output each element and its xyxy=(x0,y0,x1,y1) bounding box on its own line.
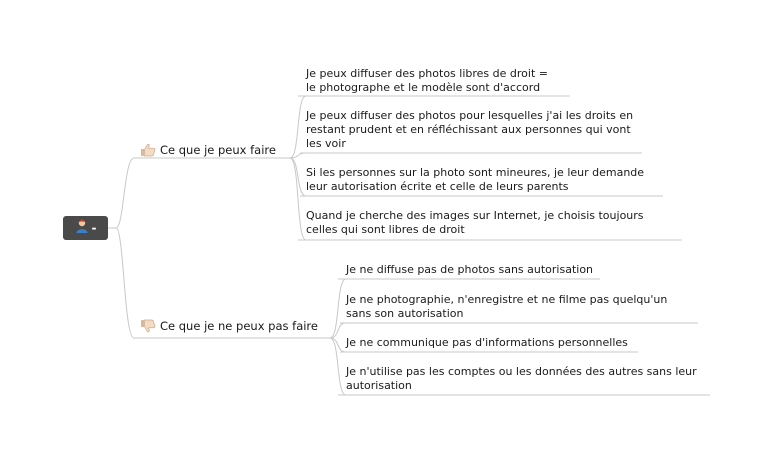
connector-can-1 xyxy=(289,95,307,159)
leaf-cannot-2[interactable]: Je ne photographie, n'enregistre et ne f… xyxy=(346,293,668,320)
leaf-can-3[interactable]: Si les personnes sur la photo sont mineu… xyxy=(306,166,645,193)
connector-root-to-can xyxy=(108,157,135,229)
connector-root-to-cannot xyxy=(108,227,135,339)
root-node[interactable]: - xyxy=(63,216,108,240)
leaf-can-1[interactable]: Je peux diffuser des photos libres de dr… xyxy=(306,67,548,94)
branch-label: Ce que je ne peux pas faire xyxy=(160,319,318,333)
connector-cannot-1 xyxy=(329,278,347,339)
thumbs-down-icon xyxy=(140,319,156,333)
leaf-can-2[interactable]: Je peux diffuser des photos pour lesquel… xyxy=(306,109,634,150)
connector-cannot-2 xyxy=(329,322,347,339)
leaf-cannot-4[interactable]: Je n'utilise pas les comptes ou les donn… xyxy=(346,365,697,392)
branch-can-do[interactable]: Ce que je peux faire xyxy=(140,143,276,157)
connector-can-3 xyxy=(289,157,307,197)
connector-can-4 xyxy=(289,157,307,241)
connector-cannot-4 xyxy=(329,337,347,396)
branch-label: Ce que je peux faire xyxy=(160,143,276,157)
thumbs-up-icon xyxy=(140,143,156,157)
person-icon xyxy=(75,218,89,238)
branch-cannot-do[interactable]: Ce que je ne peux pas faire xyxy=(140,319,318,333)
root-label: - xyxy=(91,221,97,235)
leaf-cannot-1[interactable]: Je ne diffuse pas de photos sans autoris… xyxy=(346,263,594,276)
leaf-can-4[interactable]: Quand je cherche des images sur Internet… xyxy=(306,209,644,236)
leaf-cannot-3[interactable]: Je ne communique pas d'informations pers… xyxy=(346,336,628,349)
